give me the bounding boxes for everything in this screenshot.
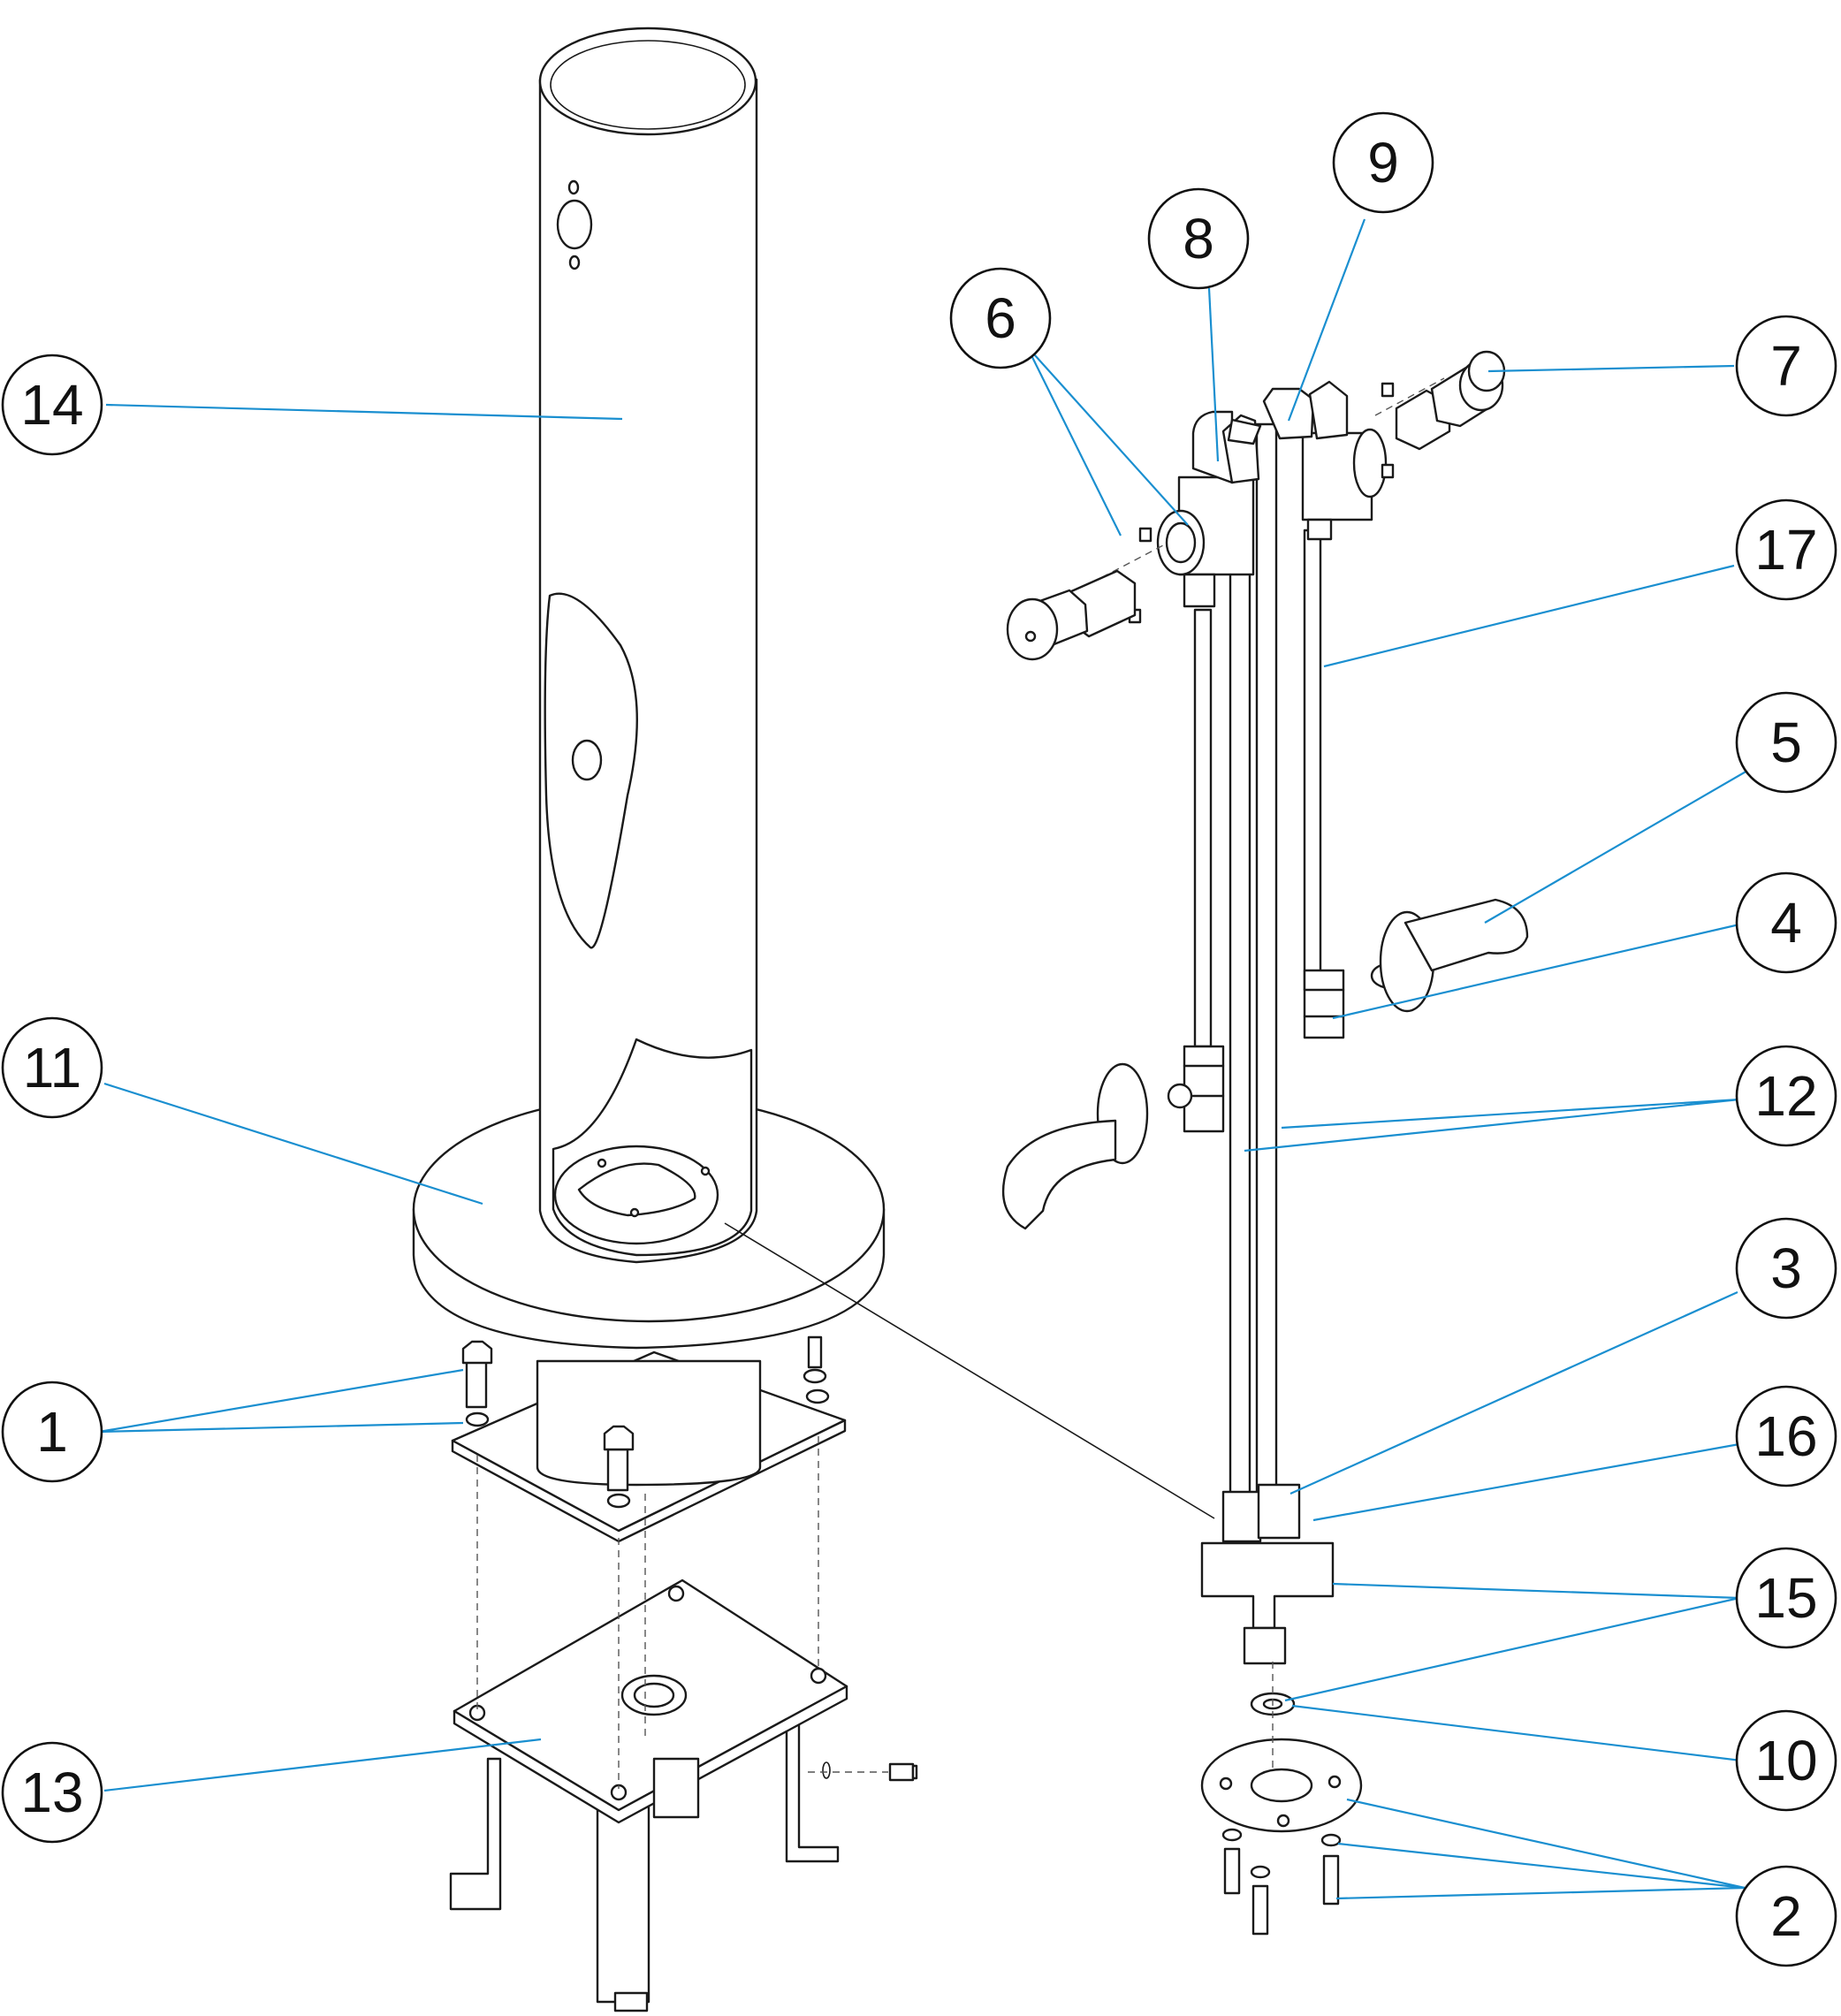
pipes [1193,422,1322,1505]
callout-3: 3 [1735,1217,1837,1320]
svg-text:6: 6 [985,286,1016,350]
callout-11: 11 [1,1016,103,1119]
svg-text:13: 13 [20,1761,83,1824]
valve-block-right [1262,377,1445,541]
callout-2: 2 [1735,1865,1837,1967]
svg-text:4: 4 [1770,891,1802,955]
svg-text:5: 5 [1770,711,1802,774]
svg-text:8: 8 [1183,207,1214,270]
svg-text:17: 17 [1754,518,1817,582]
column [538,27,1215,1519]
base-frame [449,1579,918,2012]
callout-14: 14 [1,354,103,456]
callout-7: 7 [1735,315,1837,417]
svg-text:7: 7 [1770,334,1802,398]
valve-handle-left [1006,569,1137,661]
valve-block-left [1090,410,1262,624]
callout-5: 5 [1735,691,1837,794]
callout-17: 17 [1735,498,1837,601]
callout-6: 6 [949,267,1052,369]
svg-text:3: 3 [1770,1236,1802,1300]
callout-9: 9 [1332,111,1434,214]
svg-text:12: 12 [1754,1064,1817,1128]
svg-text:14: 14 [20,373,83,437]
callout-4: 4 [1735,871,1837,974]
leader-lines [98,218,1754,1900]
svg-text:16: 16 [1754,1404,1817,1468]
svg-text:2: 2 [1770,1884,1802,1948]
callout-10: 10 [1735,1709,1837,1812]
spouts [1001,898,1529,1230]
svg-text:10: 10 [1754,1729,1817,1792]
callout-12: 12 [1735,1045,1837,1147]
callout-15: 15 [1735,1547,1837,1649]
valve-handle-right [1395,350,1506,451]
callout-13: 13 [1,1741,103,1844]
svg-text:11: 11 [23,1036,81,1099]
svg-text:1: 1 [36,1400,68,1464]
callout-16: 16 [1735,1385,1837,1487]
svg-text:9: 9 [1367,131,1399,194]
callout-1: 1 [1,1381,103,1483]
callouts: 14 11 1 13 6 8 9 7 [1,111,1837,1967]
bottom-fitting [1200,1483,1363,1936]
callout-8: 8 [1147,187,1250,290]
mounting-plate [451,1335,847,1789]
svg-text:15: 15 [1754,1566,1817,1630]
